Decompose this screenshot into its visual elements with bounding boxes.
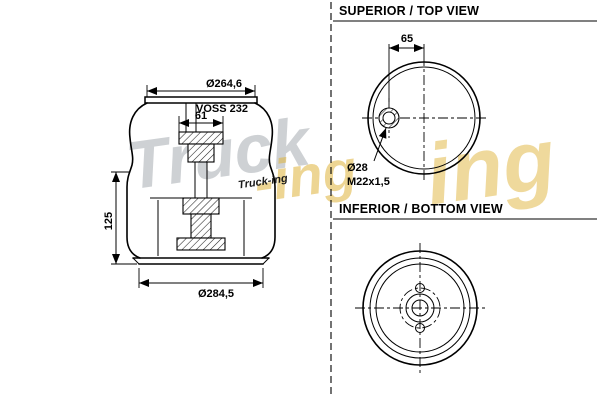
piston-bracket-base [176, 237, 226, 251]
bottom-view-ring-1 [369, 257, 471, 359]
top-plate [144, 96, 258, 104]
dim-port-offset-label: 65 [401, 33, 413, 45]
bellow-right-wall [254, 102, 276, 259]
dim-port-offset-group: 65 [388, 33, 425, 102]
dim-top-diameter-label: Ø264,6 [206, 78, 242, 90]
dim-port-width-group: 61 [178, 110, 224, 134]
top-view-inner-circle [372, 66, 476, 170]
side-view-drawing: Ø264,6 VOSS 232 61 [103, 78, 276, 300]
bottom-view-drawing: INFERIOR / BOTTOM VIEW [333, 202, 597, 373]
fitting-section-upper [178, 131, 224, 145]
dim-bottom-diameter-label: Ø284,5 [198, 288, 234, 300]
dim-top-diameter-group: Ø264,6 [146, 78, 256, 97]
bottom-view-hub-inner [411, 299, 429, 317]
bellow-left-wall [126, 102, 148, 259]
bottom-view-bolt-circle [399, 287, 441, 329]
bottom-view-ring-2 [375, 263, 465, 353]
port-label: VOSS 232 [196, 103, 248, 115]
dim-bottom-diameter-group: Ø284,5 [138, 268, 264, 300]
bottom-view-bolt-hole-top [415, 283, 425, 293]
piston-bracket-upper [182, 197, 220, 215]
port-leader-line [373, 127, 387, 162]
top-view-drawing: SUPERIOR / TOP VIEW 65 Ø28 M22x1,5 [333, 4, 597, 188]
piston-bracket-stem [190, 213, 212, 239]
dim-height-label: 125 [103, 212, 115, 230]
bottom-view-hub-outer [405, 293, 435, 323]
bottom-view-bolt-hole-bottom [415, 323, 425, 333]
dim-port-width-label: 61 [195, 110, 207, 122]
port-diameter-label: Ø28 [347, 162, 368, 174]
port-hole-inner [382, 111, 396, 125]
port-thread-label: M22x1,5 [347, 176, 390, 188]
top-view-title: SUPERIOR / TOP VIEW [339, 4, 479, 18]
dim-height-group: 125 [103, 171, 137, 265]
bottom-view-outer-circle [362, 250, 478, 366]
fitting-section-lower [187, 143, 215, 163]
bottom-view-title: INFERIOR / BOTTOM VIEW [339, 202, 503, 216]
